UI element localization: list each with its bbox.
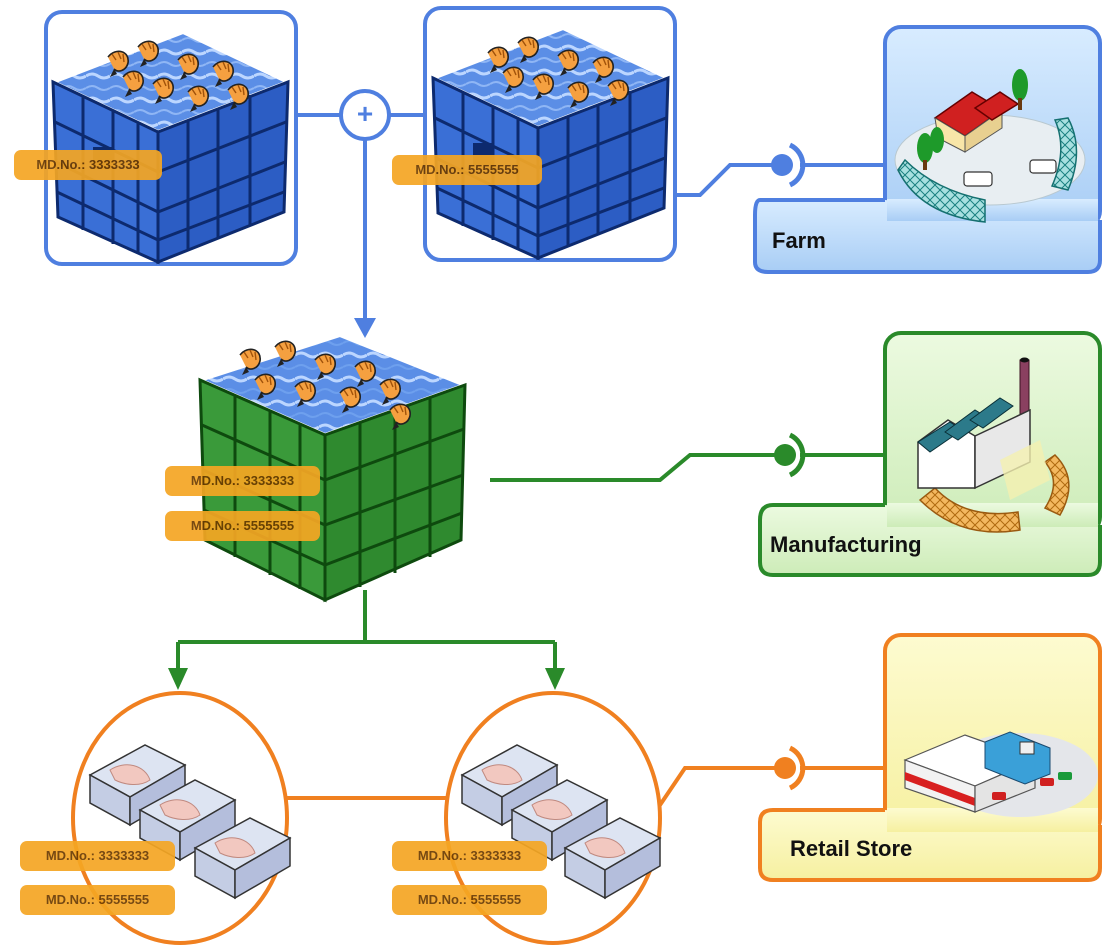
farm-panel	[753, 25, 1102, 274]
arrow-icon	[545, 668, 565, 690]
md-tag: MD.No.: 5555555	[392, 885, 547, 915]
arrow-icon	[168, 668, 188, 690]
md-tag: MD.No.: 5555555	[20, 885, 175, 915]
md-tag: MD.No.: 3333333	[392, 841, 547, 871]
package-2	[444, 691, 662, 945]
manufacturing-label: Manufacturing	[770, 532, 922, 557]
sensor-icon	[774, 757, 796, 779]
md-tag: MD.No.: 5555555	[165, 511, 320, 541]
sensor-icon	[771, 154, 793, 176]
retail-store-label: Retail Store	[790, 836, 913, 861]
package-1	[71, 691, 291, 945]
arrow-icon	[354, 318, 376, 338]
retail-store-icon	[903, 731, 1098, 817]
crate-2-panel	[423, 6, 677, 262]
md-tag: MD.No.: 5555555	[392, 155, 542, 185]
plus-sign: +	[356, 98, 374, 129]
manufacturing-panel	[758, 331, 1102, 577]
retail-panel	[758, 633, 1102, 882]
md-tag: MD.No.: 3333333	[20, 841, 175, 871]
farm-label: Farm	[772, 228, 826, 253]
md-tag: MD.No.: 3333333	[165, 466, 320, 496]
sensor-icon	[774, 444, 796, 466]
md-tag: MD.No.: 3333333	[14, 150, 162, 180]
manufacturing-connector	[490, 432, 885, 482]
farm-icon	[894, 69, 1086, 223]
split-connector	[168, 590, 565, 690]
crate-1-panel	[44, 10, 298, 266]
factory-icon	[917, 357, 1070, 533]
combine-connector	[296, 89, 425, 338]
retail-connector	[287, 745, 885, 807]
farm-connector	[675, 142, 885, 197]
